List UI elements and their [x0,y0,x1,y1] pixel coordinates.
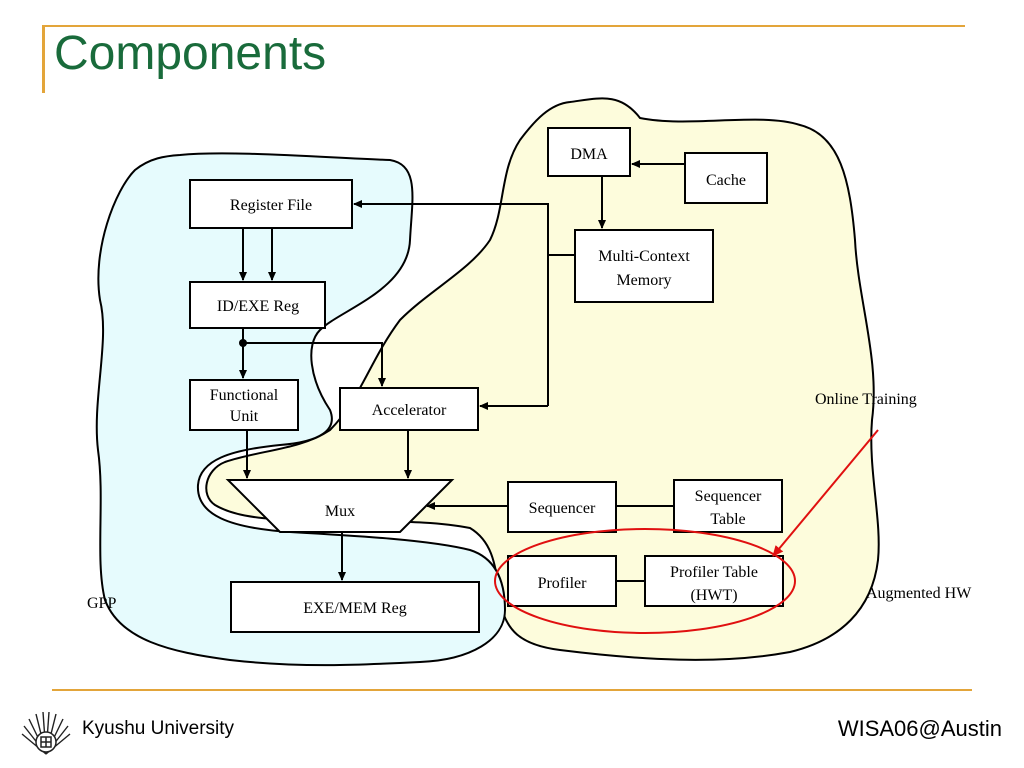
multi-context-memory-label-1: Multi-Context [598,248,690,265]
footer-event-label: WISA06@Austin [837,716,1002,741]
sequencer-box [507,481,617,533]
augmented-hw-label: Augmented HW [866,585,972,602]
dma-box [547,127,631,177]
multi-context-memory-box [574,229,714,303]
bus-to-register-file-arrow [353,200,549,406]
gpp-label: GPP [87,595,116,612]
multi-context-memory-label-2: Memory [616,272,671,289]
cache-box [684,152,768,204]
slide-title: Components [54,27,327,80]
footer-university-name: Kyushu University [82,718,235,739]
sequencer-table-box [673,479,783,533]
sequencer-label: Sequencer [529,500,596,517]
functional-unit-label-1: Functional [210,387,279,404]
online-training-arrow [772,429,879,557]
sequencer-table-label-1: Sequencer [695,488,762,505]
online-training-label: Online Training [815,391,917,408]
profiler-label: Profiler [538,575,588,592]
title-accent-bar-horizontal [42,25,965,27]
idexe-to-accelerator-arrow [243,342,386,387]
kyushu-university-emblem-icon [21,711,71,755]
profiler-table-box [644,555,784,607]
profiler-highlight-ellipse [494,528,796,634]
mux-label: Mux [325,503,355,520]
dma-label: DMA [570,146,608,163]
id-exe-reg-label: ID/EXE Reg [217,298,299,315]
functional-unit-label-2: Unit [230,408,259,425]
exe-mem-reg-box [230,581,480,633]
mux-shape [225,479,455,533]
accelerator-label: Accelerator [372,402,447,419]
title-accent-bar-vertical [42,25,45,93]
id-exe-reg-box [189,281,326,329]
connections [239,160,685,582]
junction-dot [239,339,247,347]
sequencer-table-label-2: Table [710,511,745,528]
cache-label: Cache [706,172,746,189]
profiler-table-label-1: Profiler Table [670,564,758,581]
profiler-box [507,555,617,607]
register-file-label: Register File [230,197,312,214]
footer-divider [52,689,972,691]
functional-unit-box [189,379,299,431]
accelerator-box [339,387,479,431]
profiler-table-label-2: (HWT) [690,587,737,604]
register-file-box [189,179,353,229]
exe-mem-reg-label: EXE/MEM Reg [303,600,407,617]
